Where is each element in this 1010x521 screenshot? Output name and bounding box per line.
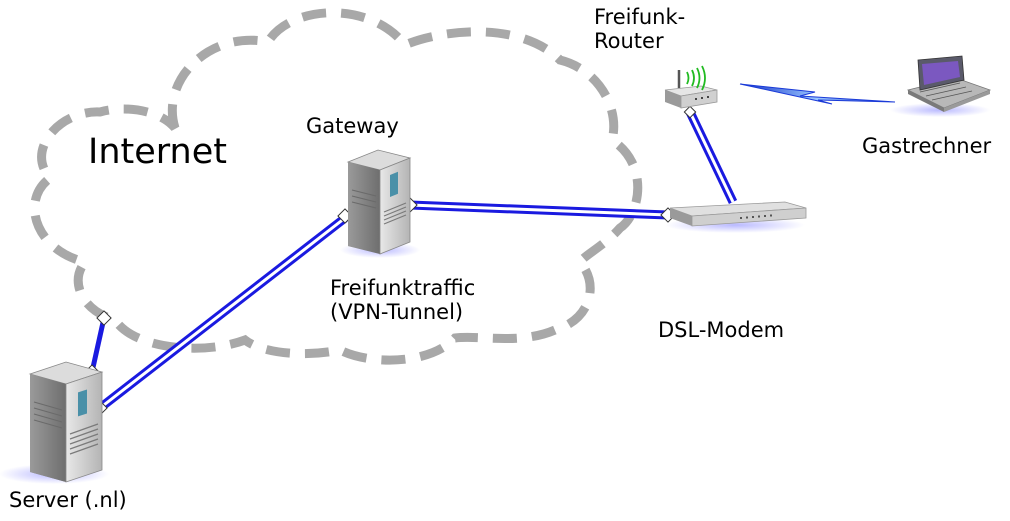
laptop-icon — [906, 55, 992, 112]
router-label-line1: Freifunk- — [594, 5, 686, 29]
server-label: Server (.nl) — [9, 488, 127, 512]
router-label-line2: Router — [594, 29, 664, 54]
link-router-modem — [685, 110, 738, 204]
vpn-tunnel-label-line2: (VPN-Tunnel) — [330, 300, 464, 325]
link-server-internet — [89, 317, 107, 373]
guest-computer-label: Gastrechner — [862, 134, 992, 158]
dsl-modem-label: DSL-Modem — [658, 318, 785, 342]
vpn-tunnel-label-line1: Freifunktraffic — [330, 276, 476, 300]
lightning-bolt-icon — [739, 83, 896, 105]
cloud-icon — [30, 8, 643, 365]
link-server-gateway — [97, 214, 348, 412]
gateway-server-icon — [346, 149, 412, 255]
wifi-router-icon — [664, 65, 718, 109]
wifi-waves-icon — [686, 65, 706, 91]
dsl-modem-icon — [669, 201, 807, 227]
link-gateway-modem — [409, 200, 669, 220]
gateway-label: Gateway — [306, 114, 399, 138]
internet-label: Internet — [88, 132, 227, 172]
server-nl-icon — [28, 361, 104, 483]
vpn-tunnel-label: Freifunktraffic (VPN-Tunnel) — [330, 276, 475, 324]
router-label: Freifunk- Router — [594, 5, 685, 53]
